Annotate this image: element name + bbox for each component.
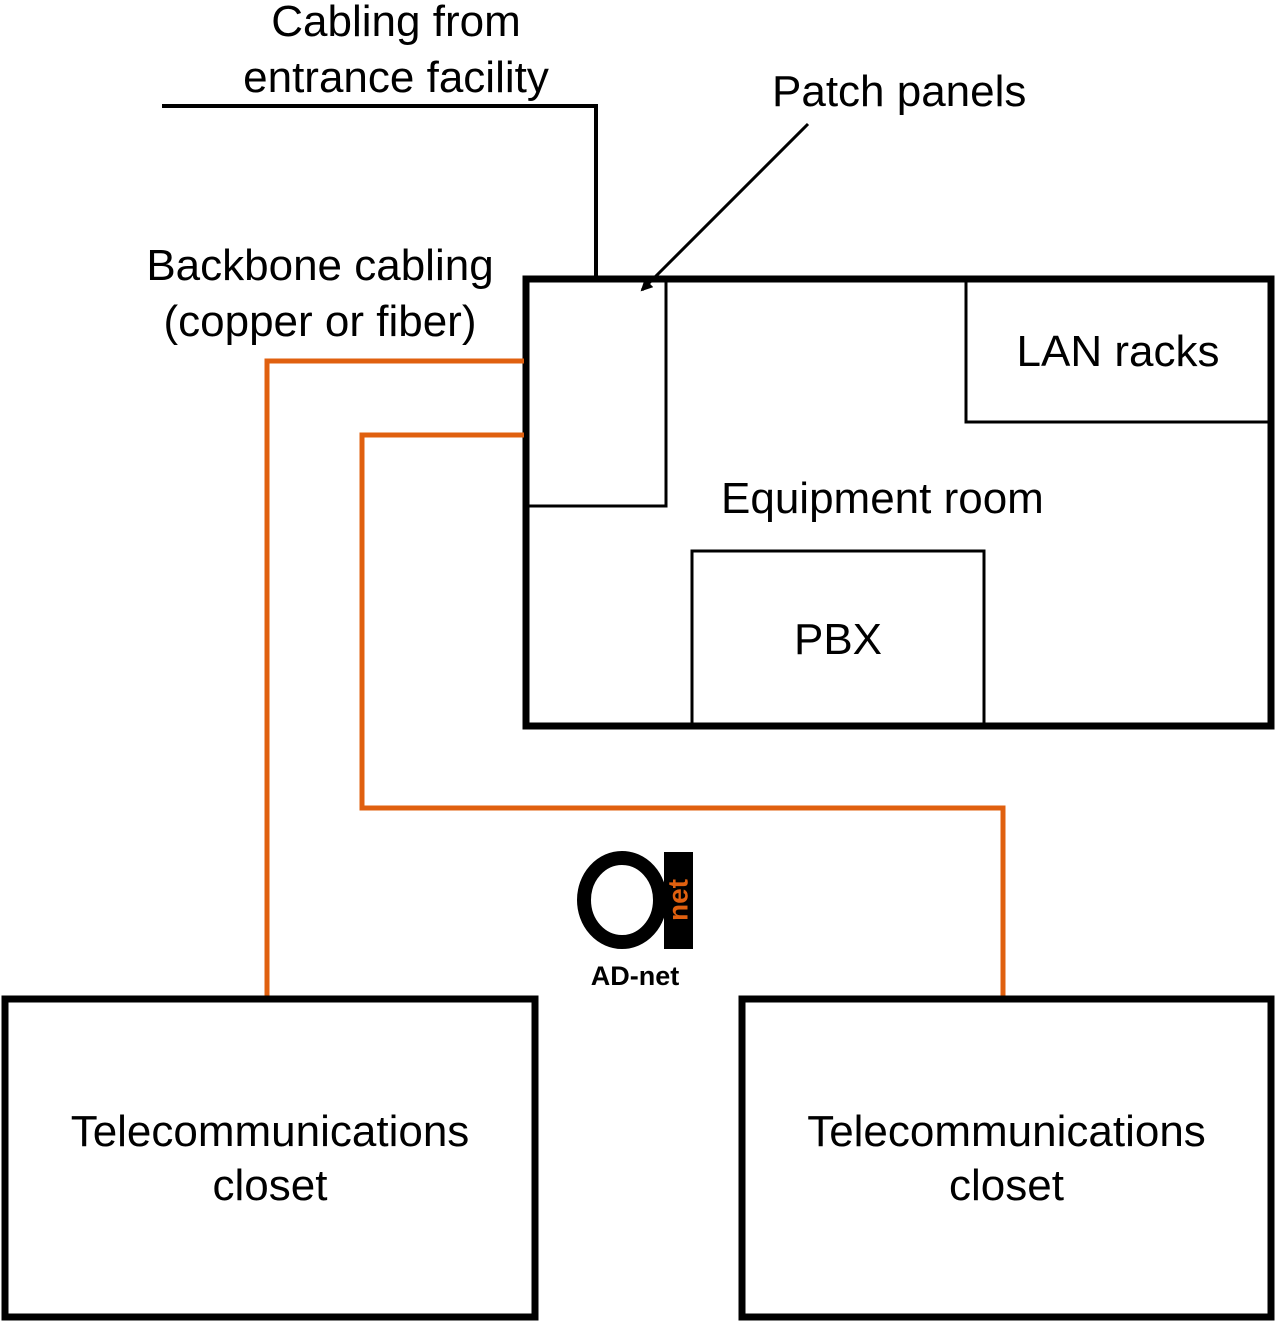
closet-left-label-line1: Telecommunications <box>70 1107 470 1156</box>
entrance-cabling-label: Cabling from entrance facility <box>196 0 596 100</box>
closet-left-label-line2: closet <box>212 1161 328 1210</box>
pbx-label: PBX <box>793 615 883 664</box>
logo-mark-text: net <box>663 879 694 921</box>
closet-right-label-line2: closet <box>949 1161 1064 1210</box>
equipment-room-box <box>522 275 1275 730</box>
backbone-label-line1: Backbone cabling <box>146 241 494 290</box>
entrance-label-line1: Cabling from <box>271 0 521 46</box>
ad-net-logo-mark: net <box>577 851 694 949</box>
closet-left-label: Telecommunications closet <box>5 1110 535 1208</box>
backbone-cabling-label: Backbone cabling (copper or fiber) <box>120 244 520 344</box>
lan-racks-label: LAN racks <box>1016 327 1220 376</box>
entrance-label-line2: entrance facility <box>243 53 549 102</box>
backbone-cable-left <box>264 358 524 998</box>
pbx-box <box>690 549 986 723</box>
entrance-cable <box>162 104 598 278</box>
lan-racks-box <box>964 282 1268 424</box>
closet-right-box <box>738 995 1275 1321</box>
ad-net-logo-text: AD-net <box>590 961 680 991</box>
patch-panels-label: Patch panels <box>772 67 1027 116</box>
closet-right-label-line1: Telecommunications <box>807 1107 1206 1156</box>
closet-left-box <box>1 995 539 1321</box>
equipment-room-label: Equipment room <box>721 474 1044 523</box>
closet-right-label: Telecommunications closet <box>742 1110 1271 1208</box>
backbone-label-line2: (copper or fiber) <box>163 297 477 346</box>
backbone-cable-right <box>359 432 1006 998</box>
patch-panel-box <box>526 282 668 508</box>
patch-panel-arrow <box>640 122 810 292</box>
